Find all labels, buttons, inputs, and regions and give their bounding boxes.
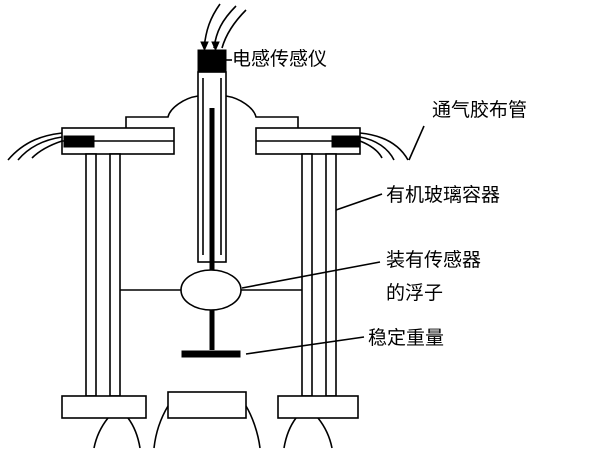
float [120, 269, 302, 311]
right-clamp [255, 127, 361, 155]
container-label: 有机玻璃容器 [386, 184, 501, 206]
left-rods [85, 153, 121, 397]
float-label-line1: 装有传感器 [386, 249, 482, 271]
vent-tube-label: 通气胶布管 [432, 99, 528, 121]
vent-tubes [7, 132, 409, 161]
leader-lines [226, 59, 425, 355]
inlet-wires [200, 3, 247, 52]
top-cover [125, 95, 299, 128]
stabilizing-weight [181, 350, 241, 358]
base-blocks [61, 391, 359, 419]
sensor-meter-label: 电感传感仪 [232, 48, 328, 70]
weight-label: 稳定重量 [368, 327, 445, 349]
bottom-tubes [93, 405, 333, 449]
left-clamp [61, 127, 175, 155]
float-label-line2: 的浮子 [386, 282, 444, 304]
